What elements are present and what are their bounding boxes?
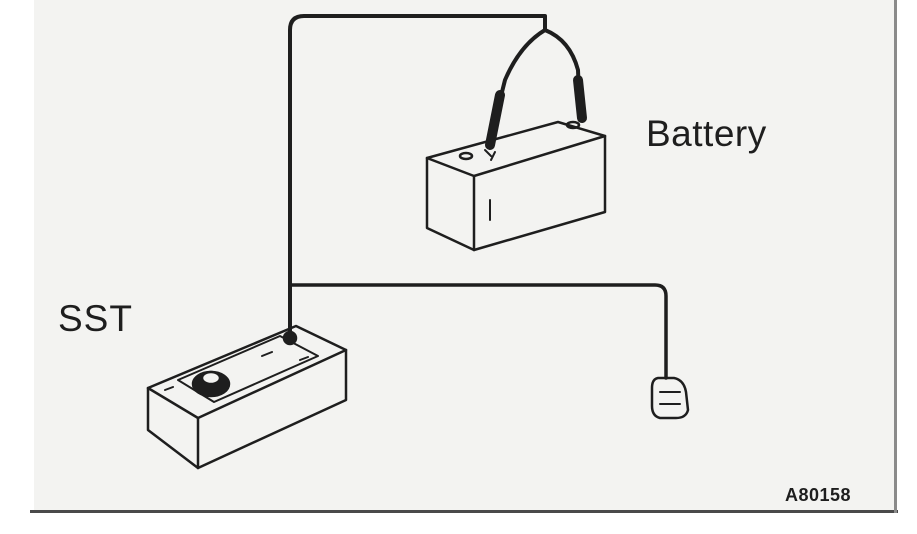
figure-panel (34, 0, 896, 510)
sst-device (146, 324, 348, 470)
battery-cables (484, 28, 587, 161)
sst-label: SST (58, 298, 133, 339)
wire-to-battery (288, 14, 547, 342)
right-rule (894, 0, 897, 513)
battery-label: Battery (646, 113, 767, 154)
connector-plug (650, 376, 690, 420)
battery (425, 120, 607, 252)
figure-code: A80158 (785, 485, 852, 505)
wire-to-connector (288, 283, 668, 380)
bottom-rule (30, 510, 898, 513)
